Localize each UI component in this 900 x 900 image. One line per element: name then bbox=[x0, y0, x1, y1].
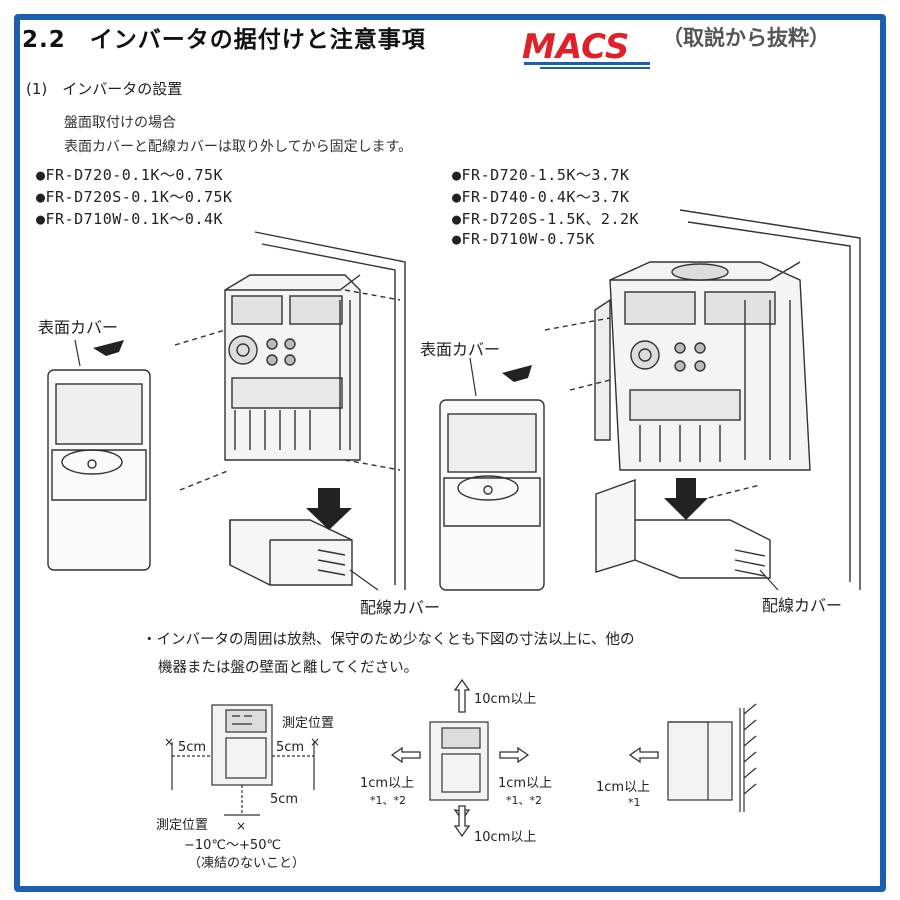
clearance-top: 10cm以上 bbox=[474, 692, 537, 707]
model-left-2: ●FR-D720S-0.1K～0.75K bbox=[36, 188, 233, 206]
side-clearance: 1cm以上 bbox=[596, 780, 651, 795]
left-arrow-icon bbox=[390, 746, 421, 764]
front-cover-label-left: 表面カバー bbox=[38, 318, 119, 337]
wiring-cover-label-right: 配線カバー bbox=[762, 596, 843, 615]
down-arrow-icon bbox=[306, 488, 352, 530]
clearance-left-note: *1、*2 bbox=[370, 794, 406, 807]
dim-left: 5cm bbox=[178, 740, 207, 755]
logo-stripe bbox=[524, 62, 650, 65]
up-arrow-icon bbox=[453, 678, 471, 713]
wiring-cover-left bbox=[229, 519, 353, 586]
clearance-right-note: *1、*2 bbox=[506, 794, 542, 807]
right-arrow-icon bbox=[499, 746, 530, 764]
x-mark-icon: × bbox=[236, 819, 246, 833]
clearance-inverter-3 bbox=[667, 703, 757, 812]
dim-bottom: 5cm bbox=[270, 792, 299, 807]
model-left-3: ●FR-D710W-0.1K～0.4K bbox=[36, 210, 224, 228]
temp-range: −10℃～+50℃ bbox=[184, 838, 282, 853]
clearance-note-line2: 機器または盤の壁面と離してください。 bbox=[158, 660, 419, 676]
clearance-note-line1: ・インバータの周囲は放熱、保守のため少なくとも下図の寸法以上に、他の bbox=[142, 632, 635, 648]
model-right-2: ●FR-D740-0.4K～3.7K bbox=[452, 188, 630, 206]
excerpt-label: （取説から抜粋） bbox=[662, 26, 830, 50]
clearance-left: 1cm以上 bbox=[360, 776, 415, 791]
page-title: 2.2 インバータの据付けと注意事項 bbox=[22, 27, 426, 53]
wiring-cover-right bbox=[595, 479, 771, 579]
temp-note: （凍結のないこと） bbox=[188, 856, 306, 871]
inverter-right-body bbox=[594, 261, 811, 471]
clearance-right: 1cm以上 bbox=[498, 776, 553, 791]
clearance-bottom: 10cm以上 bbox=[474, 830, 537, 845]
clearance-inverter-1 bbox=[211, 704, 273, 786]
left-arrow-icon bbox=[628, 746, 659, 764]
front-cover-label-right: 表面カバー bbox=[420, 340, 501, 359]
x-mark-icon: × bbox=[310, 735, 320, 749]
arrow-icon bbox=[93, 340, 124, 356]
wiring-cover-label-left: 配線カバー bbox=[360, 598, 441, 617]
measure-pos-top: 測定位置 bbox=[282, 716, 335, 731]
arrow-icon bbox=[502, 365, 532, 382]
logo-stripe-2 bbox=[540, 67, 650, 69]
mount-case: 盤面取付けの場合 bbox=[64, 115, 176, 131]
logo-text: MACS bbox=[522, 27, 629, 67]
side-clearance-note: *1 bbox=[628, 796, 641, 809]
inverter-left-body bbox=[224, 274, 361, 461]
front-cover-left bbox=[47, 369, 151, 571]
section-heading: (1) インバータの設置 bbox=[26, 80, 183, 98]
wall-left bbox=[254, 231, 406, 590]
x-mark-icon: × bbox=[164, 735, 174, 749]
model-right-4: ●FR-D710W-0.75K bbox=[452, 230, 595, 248]
model-right-3: ●FR-D720S-1.5K、2.2K bbox=[452, 210, 640, 228]
clearance-inverter-2 bbox=[429, 721, 489, 801]
measure-pos-bottom: 測定位置 bbox=[156, 818, 209, 833]
instruction-text: 表面カバーと配線カバーは取り外してから固定します。 bbox=[64, 139, 413, 155]
dim-right: 5cm bbox=[276, 740, 305, 755]
front-cover-right bbox=[439, 399, 545, 591]
model-left-1: ●FR-D720-0.1K～0.75K bbox=[36, 166, 224, 184]
model-right-1: ●FR-D720-1.5K～3.7K bbox=[452, 166, 630, 184]
down-arrow-icon bbox=[453, 805, 471, 838]
macs-logo: MACS bbox=[522, 27, 650, 69]
down-arrow-icon bbox=[664, 478, 708, 520]
